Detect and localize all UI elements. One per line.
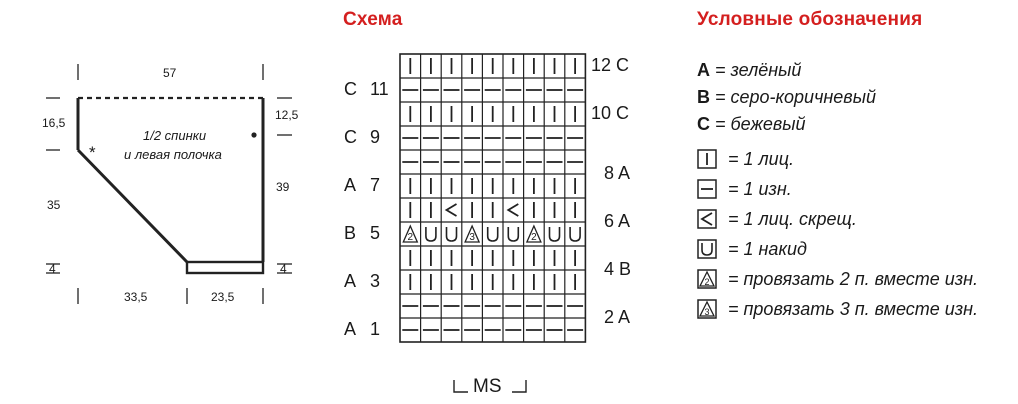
legend-symbol-item: = 1 изн. bbox=[697, 179, 792, 200]
yarn-over-symbol bbox=[425, 227, 437, 242]
row-number: 4 bbox=[604, 259, 620, 279]
legend-symbol-text: = провязать 2 п. вместе изн. bbox=[723, 269, 979, 289]
row-label-right: 12 C bbox=[591, 55, 629, 76]
repeat-bracket-right bbox=[512, 380, 527, 393]
row-number: 12 bbox=[591, 55, 617, 75]
purl-2-together-symbol: 2 bbox=[525, 224, 542, 243]
svg-text:2: 2 bbox=[704, 277, 709, 287]
legend-color-text: = серо-коричневый bbox=[710, 87, 876, 107]
yarn-over-symbol bbox=[569, 227, 581, 242]
crossed-knit-symbol bbox=[697, 209, 717, 229]
row-number: 10 bbox=[591, 103, 617, 123]
legend-color-key: B bbox=[697, 87, 710, 107]
row-label-right: 8 A bbox=[604, 163, 630, 184]
row-number: 1 bbox=[370, 319, 381, 339]
svg-text:2: 2 bbox=[531, 232, 537, 243]
row-number: 8 bbox=[604, 163, 619, 183]
row-number: 7 bbox=[370, 175, 381, 195]
shape-caption-line-1: 1/2 спинки bbox=[143, 128, 207, 143]
row-color-letter: A bbox=[618, 163, 631, 183]
bottom-right-label: 23,5 bbox=[211, 290, 235, 304]
star-marker: * bbox=[89, 143, 96, 162]
repeat-label: MS bbox=[473, 376, 502, 397]
legend-title: Условные обозначения bbox=[697, 9, 923, 30]
repeat-bracket-left bbox=[453, 380, 468, 393]
bottom-left-label: 33,5 bbox=[124, 290, 148, 304]
legend-color-text: = бежевый bbox=[710, 114, 806, 134]
purl-symbol bbox=[697, 179, 717, 199]
row-color-letter: B bbox=[344, 223, 357, 243]
legend-symbol-text: = 1 накид bbox=[723, 239, 807, 259]
row-number: 11 bbox=[370, 79, 389, 99]
legend-color-item: B = серо-коричневый bbox=[697, 87, 876, 108]
legend-symbol-item: 2 = провязать 2 п. вместе изн. bbox=[697, 269, 978, 290]
legend-color-item: C = бежевый bbox=[697, 114, 806, 135]
legend-symbol-item: = 1 накид bbox=[697, 239, 807, 260]
legend-color-key: C bbox=[697, 114, 710, 134]
purl-3-together-symbol: 3 bbox=[464, 224, 481, 243]
row-color-letter: A bbox=[618, 211, 631, 231]
row-color-letter: A bbox=[344, 271, 357, 291]
svg-text:3: 3 bbox=[469, 232, 475, 243]
shape-caption-line-2: и левая полочка bbox=[124, 147, 222, 162]
svg-text:3: 3 bbox=[704, 307, 709, 317]
yarn-over-symbol bbox=[445, 227, 458, 242]
row-label-left: C 11 bbox=[344, 79, 389, 100]
left-hem-label: 4 bbox=[49, 262, 56, 276]
row-label-right: 6 A bbox=[604, 211, 630, 232]
legend-symbol-item: = 1 лиц. bbox=[697, 149, 794, 170]
scheme-title: Схема bbox=[343, 9, 403, 30]
row-label-right: 10 C bbox=[591, 103, 629, 124]
crossed-knit-symbol bbox=[444, 203, 457, 217]
purl-2-together-symbol: 2 bbox=[697, 269, 717, 289]
row-color-letter: C bbox=[616, 103, 630, 123]
yarn-over-symbol bbox=[548, 227, 561, 242]
legend-symbol-text: = 1 изн. bbox=[723, 179, 792, 199]
svg-text:2: 2 bbox=[408, 232, 414, 243]
row-number: 6 bbox=[604, 211, 619, 231]
right-hem-label: 4 bbox=[280, 262, 287, 276]
row-number: 9 bbox=[370, 127, 381, 147]
row-number: 3 bbox=[370, 271, 381, 291]
yarn-over-symbol bbox=[697, 239, 717, 259]
row-color-letter: A bbox=[344, 175, 357, 195]
row-color-letter: A bbox=[618, 307, 631, 327]
legend-color-key: A bbox=[697, 60, 710, 80]
legend-color-text: = зелёный bbox=[710, 60, 802, 80]
row-color-letter: B bbox=[619, 259, 632, 279]
crossed-knit-symbol bbox=[506, 203, 519, 217]
row-label-right: 4 B bbox=[604, 259, 631, 280]
purl-2-together-symbol: 2 bbox=[402, 224, 419, 243]
left-shoulder-label: 16,5 bbox=[42, 116, 66, 130]
legend-symbol-item: 3 = провязать 3 п. вместе изн. bbox=[697, 299, 978, 320]
legend-symbol-text: = 1 лиц. скрещ. bbox=[723, 209, 857, 229]
row-color-letter: C bbox=[344, 127, 357, 147]
legend-color-item: A = зелёный bbox=[697, 60, 801, 81]
left-side-label: 35 bbox=[47, 198, 61, 212]
row-color-letter: A bbox=[344, 319, 357, 339]
row-color-letter: C bbox=[344, 79, 357, 99]
row-number: 2 bbox=[604, 307, 619, 327]
right-side-label: 39 bbox=[276, 180, 290, 194]
right-shoulder-label: 12,5 bbox=[275, 108, 299, 122]
row-color-letter: C bbox=[616, 55, 630, 75]
purl-3-together-symbol: 3 bbox=[697, 299, 717, 319]
row-number: 5 bbox=[370, 223, 381, 243]
legend-symbol-text: = 1 лиц. bbox=[723, 149, 794, 169]
knit-symbol bbox=[697, 149, 717, 169]
row-label-right: 2 A bbox=[604, 307, 630, 328]
top-width-label: 57 bbox=[163, 66, 177, 80]
yarn-over-symbol bbox=[486, 227, 499, 242]
legend-symbol-text: = провязать 3 п. вместе изн. bbox=[723, 299, 979, 319]
yarn-over-symbol bbox=[507, 227, 520, 242]
legend-symbol-item: = 1 лиц. скрещ. bbox=[697, 209, 857, 230]
